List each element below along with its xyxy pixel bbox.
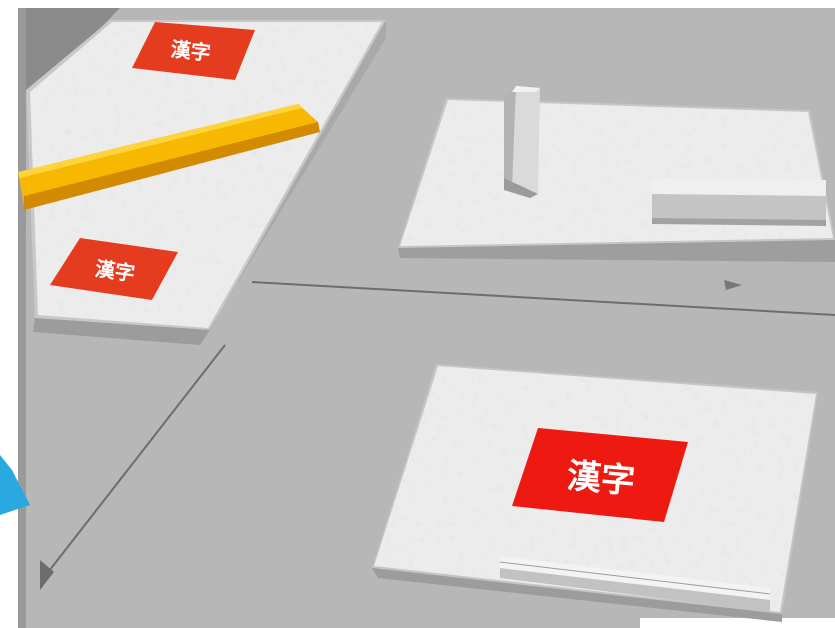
floor-line-diagonal	[41, 344, 226, 581]
sign-mid-left: 漢字	[50, 238, 178, 300]
bottom-right-gap	[640, 618, 835, 628]
sign-top-left-text: 漢字	[170, 37, 212, 65]
sign-bottom-right-text: 漢字	[565, 456, 636, 502]
sign-bottom-right: 漢字	[512, 428, 688, 522]
floor-arrow-icon	[40, 560, 54, 590]
top-left-shadow	[18, 8, 120, 90]
sign-top-left: 漢字	[132, 22, 255, 80]
floor-marker-icon	[724, 280, 742, 290]
floor-line-horizontal	[251, 281, 835, 316]
blue-accent-shape	[0, 455, 30, 515]
left-border	[18, 8, 26, 628]
block-horizontal	[652, 178, 826, 226]
sign-mid-left-text: 漢字	[93, 256, 136, 285]
yellow-rail	[18, 104, 320, 210]
block-vertical	[504, 86, 540, 198]
slab-ledge	[499, 556, 771, 612]
